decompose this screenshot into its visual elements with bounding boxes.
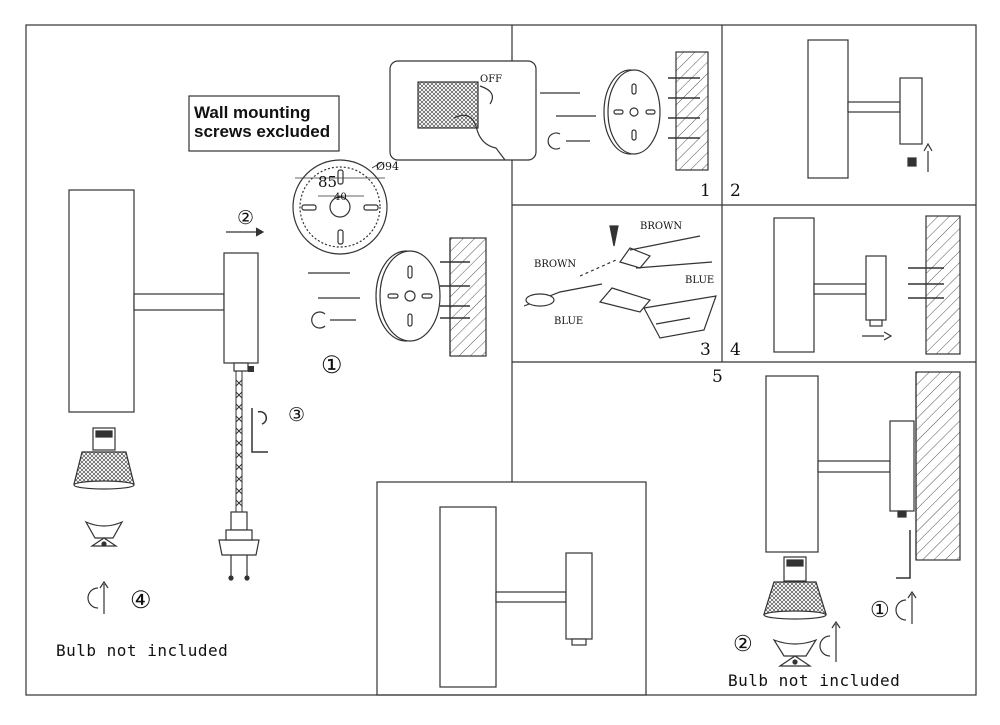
rotate-arrow-4	[87, 580, 109, 614]
plug-icon	[218, 511, 260, 581]
dimension-outer: Ø94	[376, 160, 400, 173]
step-marker-2: ②	[237, 207, 255, 229]
wiring-panel-3	[523, 225, 717, 339]
wall-panel-4	[908, 215, 961, 355]
panel-number-4: 4	[730, 340, 741, 360]
panel-number-5: 5	[712, 367, 723, 387]
lamp-panel-5	[439, 506, 593, 688]
power-cable	[235, 371, 243, 512]
screws-left	[308, 272, 360, 329]
bulb-note-right: Bulb not included	[728, 671, 901, 690]
mounting-plate-dimension	[292, 159, 388, 255]
lamp-bottom-right	[765, 375, 915, 553]
panel-frame	[25, 24, 977, 696]
lamp-panel-4	[773, 217, 893, 353]
mounting-plate-disc	[375, 250, 441, 342]
lamp-left	[68, 189, 259, 413]
wire-label-brown-1: BROWN	[534, 259, 577, 270]
panel-number-3: 3	[700, 340, 711, 360]
rotate-arrow-right	[819, 590, 917, 662]
suction-tool-left	[84, 520, 124, 547]
dimension-inner: 85	[318, 173, 338, 191]
wire-label-brown-2: BROWN	[640, 221, 683, 232]
notice-box	[188, 95, 340, 152]
arrow-step-2	[226, 227, 265, 237]
switch-box	[389, 60, 537, 161]
wall-panel-1	[668, 51, 709, 171]
screws-panel-1	[540, 92, 596, 150]
wall-bottom-right	[915, 371, 961, 561]
dimension-center: 40	[334, 192, 347, 203]
plate-panel-1	[603, 69, 661, 155]
hex-key-right	[896, 530, 911, 579]
notice-line-2: screws excluded	[194, 122, 331, 141]
step-marker-4: ④	[130, 586, 152, 614]
step-marker-right-2: ②	[733, 632, 753, 657]
lamp-panel-2	[807, 39, 933, 179]
suction-tool-right	[772, 638, 818, 667]
step-marker-1: ①	[321, 351, 343, 379]
wire-label-blue-2: BLUE	[554, 316, 584, 327]
step-marker-3: ③	[288, 404, 306, 426]
bulb-note-left: Bulb not included	[56, 641, 229, 660]
hex-key-icon	[251, 408, 268, 453]
step-marker-right-1: ①	[870, 598, 890, 623]
notice-line-1: Wall mounting	[194, 103, 311, 122]
panel-number-2: 2	[730, 181, 741, 201]
gu10-bulb-left	[73, 427, 135, 490]
wall-left	[440, 237, 487, 357]
wire-label-blue-1: BLUE	[685, 275, 715, 286]
gu10-bulb-right	[763, 556, 827, 620]
set-screw	[248, 366, 254, 372]
panel-number-1: 1	[700, 181, 711, 201]
switch-off-label: OFF	[480, 74, 503, 85]
